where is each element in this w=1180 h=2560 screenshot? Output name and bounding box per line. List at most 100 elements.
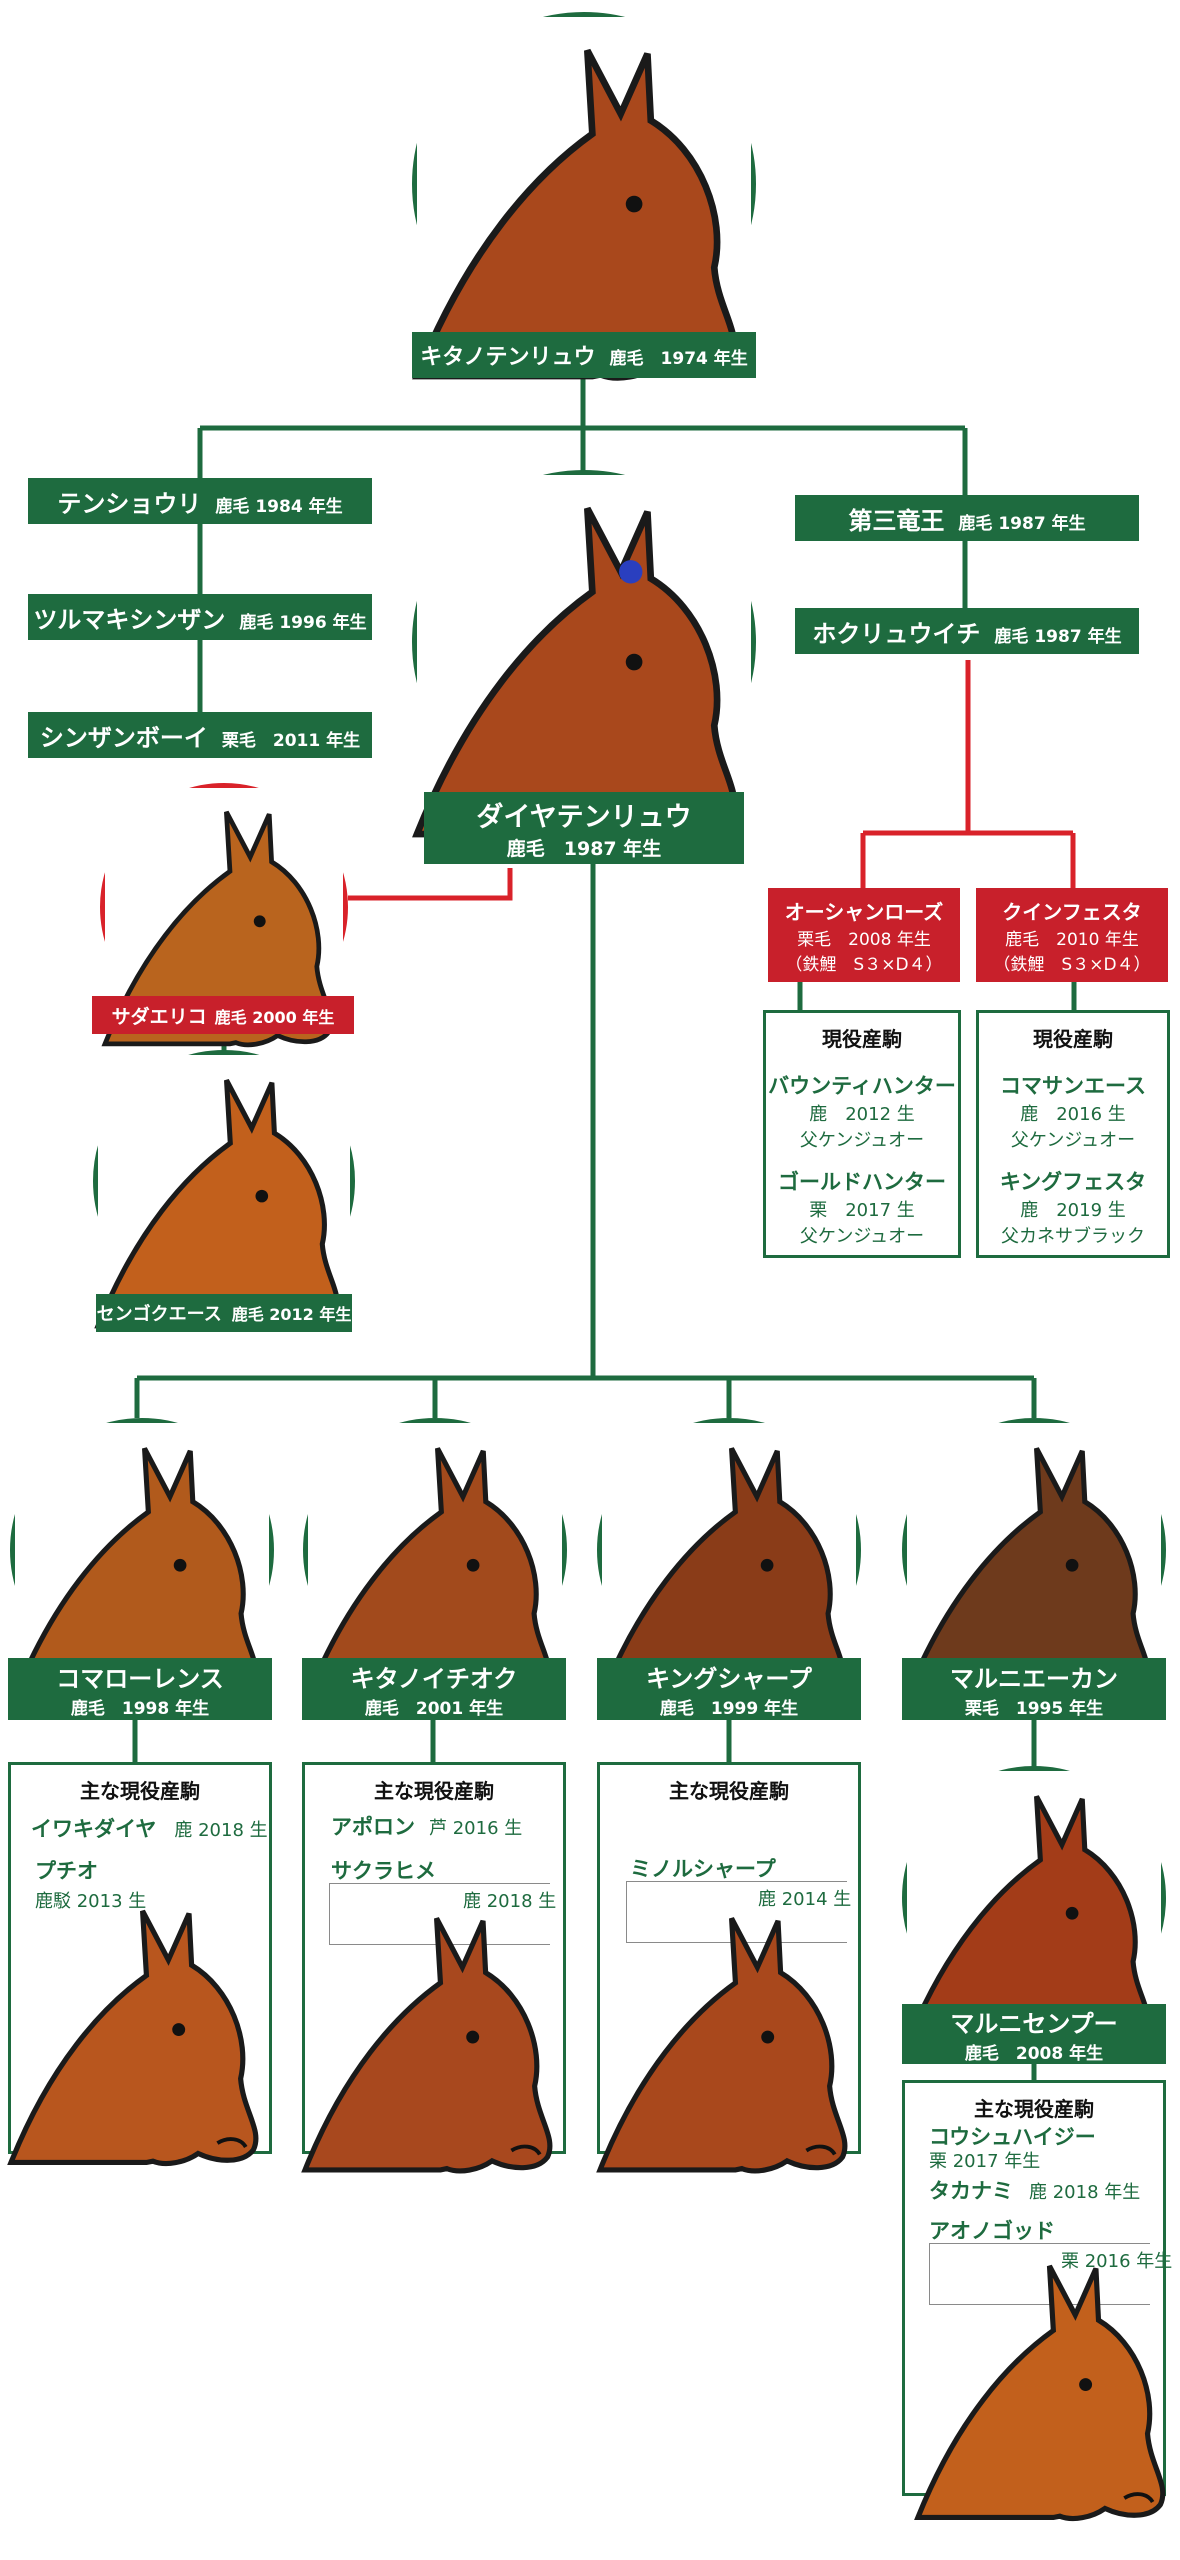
son-label-2: キタノイチオク 鹿毛 2001 年生 <box>302 1658 566 1720</box>
marunisenpu-foal-name-2: タカナミ <box>929 2179 1013 2203</box>
foal-box-title-1: 現役産駒 <box>822 1027 902 1051</box>
foal-sire-2-1: 父ケンジュオー <box>1010 1130 1136 1151</box>
marunisenpu-foal-box: 主な現役産駒 コウシュハイジー 栗 2017 年生 タカナミ 鹿 2018 年生… <box>902 2080 1172 2496</box>
son-foal-box-2: 主な現役産駒 アポロン 芦 2016 生 サクラヒメ 鹿 2018 生 <box>302 1762 566 2154</box>
left-line-detail-3: 栗毛 2011 年生 <box>221 730 361 751</box>
son-foal-name-2-1: アポロン <box>331 1815 415 1839</box>
left-line-name-2: ツルマキシンザン <box>33 605 226 634</box>
marunisenpu-foal-title: 主な現役産駒 <box>974 2097 1094 2121</box>
son-foal-detail-3-1: 鹿 2014 生 <box>758 1889 852 1910</box>
left-line-label-1: テンショウリ 鹿毛 1984 年生 <box>28 478 372 524</box>
son-detail-3: 鹿毛 1999 年生 <box>659 1699 799 1719</box>
son-label-3: キングシャープ 鹿毛 1999 年生 <box>597 1658 861 1720</box>
marunisenpu-foal-detail-1: 栗 2017 年生 <box>929 2151 1041 2172</box>
sadaeriko-name: サダエリコ <box>111 1005 207 1028</box>
sadaeriko-portrait <box>100 783 348 1031</box>
left-line-detail-1: 鹿毛 1984 年生 <box>215 496 343 517</box>
foal-detail-1-2: 栗 2017 生 <box>809 1200 915 1221</box>
root-horse-name: キタノテンリュウ <box>420 345 596 370</box>
foal-detail-1-1: 鹿 2012 生 <box>809 1104 915 1125</box>
right-line-label-1: 第三竜王 鹿毛 1987 年生 <box>795 495 1139 541</box>
left-line-name-3: シンザンボーイ <box>39 723 208 752</box>
foal-box-2: 現役産駒 コマサンエース 鹿 2016 生 父ケンジュオー キングフェスタ 鹿 … <box>976 1010 1170 1258</box>
son-detail-4: 栗毛 1995 年生 <box>964 1699 1104 1719</box>
foal-sire-2-2: 父カネサブラック <box>1001 1226 1145 1247</box>
son-foal-name-2-2: サクラヒメ <box>331 1859 436 1883</box>
son-label-1: コマローレンス 鹿毛 1998 年生 <box>8 1658 272 1720</box>
marunisenpu-foal-callout <box>929 2243 1150 2305</box>
sadaeriko-label: サダエリコ 鹿毛 2000 年生 <box>92 996 354 1034</box>
son-foal-detail-1-2: 鹿駁 2013 生 <box>35 1891 147 1912</box>
center-horse-portrait <box>412 470 756 814</box>
marunisenpu-name: マルニセンプー <box>950 2010 1118 2038</box>
marunisenpu-foal-detail-3: 栗 2016 年生 <box>1061 2251 1173 2272</box>
center-horse-label: ダイヤテンリュウ 鹿毛 1987 年生 <box>424 792 744 864</box>
marunisenpu-foal-portrait <box>905 2253 1163 2493</box>
mare-line2-1: 栗毛 2008 年生 <box>797 929 931 950</box>
left-line-name-1: テンショウリ <box>57 489 202 518</box>
mare-line3-2: （鉄鯉 S３×D４） <box>993 954 1151 975</box>
son-foal-box-1: 主な現役産駒 イワキダイヤ 鹿 2018 生 プチオ 鹿駁 2013 生 <box>8 1762 272 2154</box>
son-foal-title-3: 主な現役産駒 <box>669 1779 789 1803</box>
son-detail-2: 鹿毛 2001 年生 <box>364 1699 504 1719</box>
son-foal-detail-1-1: 鹿 2018 生 <box>174 1820 268 1841</box>
foal-name-2-1: コマサンエース <box>1000 1074 1146 1098</box>
son-portrait-1 <box>10 1418 274 1682</box>
mare-name-2: クインフェスタ <box>1002 899 1142 924</box>
mare-label-1: オーシャンローズ 栗毛 2008 年生 （鉄鯉 S３×D４） <box>768 888 960 982</box>
center-horse-detail: 鹿毛 1987 年生 <box>506 838 662 860</box>
center-horse-name: ダイヤテンリュウ <box>476 802 692 833</box>
mare-label-2: クインフェスタ 鹿毛 2010 年生 （鉄鯉 S３×D４） <box>976 888 1168 982</box>
root-horse-portrait <box>412 12 756 356</box>
root-horse-label: キタノテンリュウ 鹿毛 1974 年生 <box>412 332 756 378</box>
son-detail-1: 鹿毛 1998 年生 <box>70 1699 210 1719</box>
son-name-3: キングシャープ <box>646 1665 812 1693</box>
son-name-2: キタノイチオク <box>350 1665 518 1693</box>
son-name-4: マルニエーカン <box>950 1665 1118 1693</box>
son-name-1: コマローレンス <box>56 1665 224 1693</box>
son-portrait-4 <box>902 1418 1166 1682</box>
sengoku-ace-label: センゴクエース 鹿毛 2012 年生 <box>96 1294 352 1332</box>
sengoku-ace-name: センゴクエース <box>96 1304 222 1325</box>
marunisenpu-foal-detail-2: 鹿 2018 年生 <box>1029 2182 1141 2203</box>
left-line-label-2: ツルマキシンザン 鹿毛 1996 年生 <box>28 594 372 640</box>
mare-line3-1: （鉄鯉 S３×D４） <box>785 954 943 975</box>
son-foal-box-3: 主な現役産駒 ミノルシャープ 鹿 2014 生 <box>597 1762 861 2154</box>
son-foal-portrait-3 <box>600 1905 858 2151</box>
sengoku-ace-detail: 鹿毛 2012 年生 <box>231 1305 352 1324</box>
foal-sire-1-1: 父ケンジュオー <box>799 1130 925 1151</box>
right-line-detail-1: 鹿毛 1987 年生 <box>958 513 1086 534</box>
right-line-name-1: 第三竜王 <box>848 506 945 535</box>
mare-line2-2: 鹿毛 2010 年生 <box>1005 929 1139 950</box>
foal-detail-2-2: 鹿 2019 生 <box>1020 1200 1126 1221</box>
marunisenpu-foal-name-3: アオノゴッド <box>929 2219 1055 2243</box>
son-foal-detail-2-2: 鹿 2018 生 <box>463 1891 557 1912</box>
foal-name-2-2: キングフェスタ <box>999 1170 1147 1194</box>
foal-name-1-1: バウンティハンター <box>768 1074 956 1098</box>
marunisenpu-foal-name-1: コウシュハイジー <box>929 2125 1096 2149</box>
sadaeriko-detail: 鹿毛 2000 年生 <box>214 1007 335 1027</box>
son-portrait-3 <box>597 1418 861 1682</box>
foal-detail-2-1: 鹿 2016 生 <box>1020 1104 1126 1125</box>
son-portrait-2 <box>303 1418 567 1682</box>
son-foal-title-1: 主な現役産駒 <box>80 1779 200 1803</box>
marunisenpu-detail: 鹿毛 2008 年生 <box>964 2044 1104 2064</box>
right-line-name-2: ホクリュウイチ <box>812 619 981 648</box>
right-line-label-2: ホクリュウイチ 鹿毛 1987 年生 <box>795 608 1139 654</box>
marunisenpu-label: マルニセンプー 鹿毛 2008 年生 <box>902 2004 1166 2064</box>
left-line-detail-2: 鹿毛 1996 年生 <box>239 612 367 633</box>
son-foal-title-2: 主な現役産駒 <box>374 1779 494 1803</box>
son-foal-name-1-2: プチオ <box>35 1859 98 1883</box>
foal-box-title-2: 現役産駒 <box>1033 1027 1113 1051</box>
son-foal-name-1-1: イワキダイヤ <box>31 1817 157 1841</box>
sengoku-ace-portrait <box>93 1050 355 1312</box>
marunisenpu-portrait <box>902 1766 1166 2030</box>
foal-box-1: 現役産駒 バウンティハンター 鹿 2012 生 父ケンジュオー ゴールドハンター… <box>763 1010 961 1258</box>
root-horse-detail: 鹿毛 1974 年生 <box>609 349 748 369</box>
left-line-label-3: シンザンボーイ 栗毛 2011 年生 <box>28 712 372 758</box>
right-line-detail-2: 鹿毛 1987 年生 <box>994 626 1122 647</box>
son-foal-portrait-2 <box>305 1905 563 2151</box>
foal-sire-1-2: 父ケンジュオー <box>799 1226 925 1247</box>
son-foal-detail-2-1: 芦 2016 生 <box>429 1818 523 1839</box>
